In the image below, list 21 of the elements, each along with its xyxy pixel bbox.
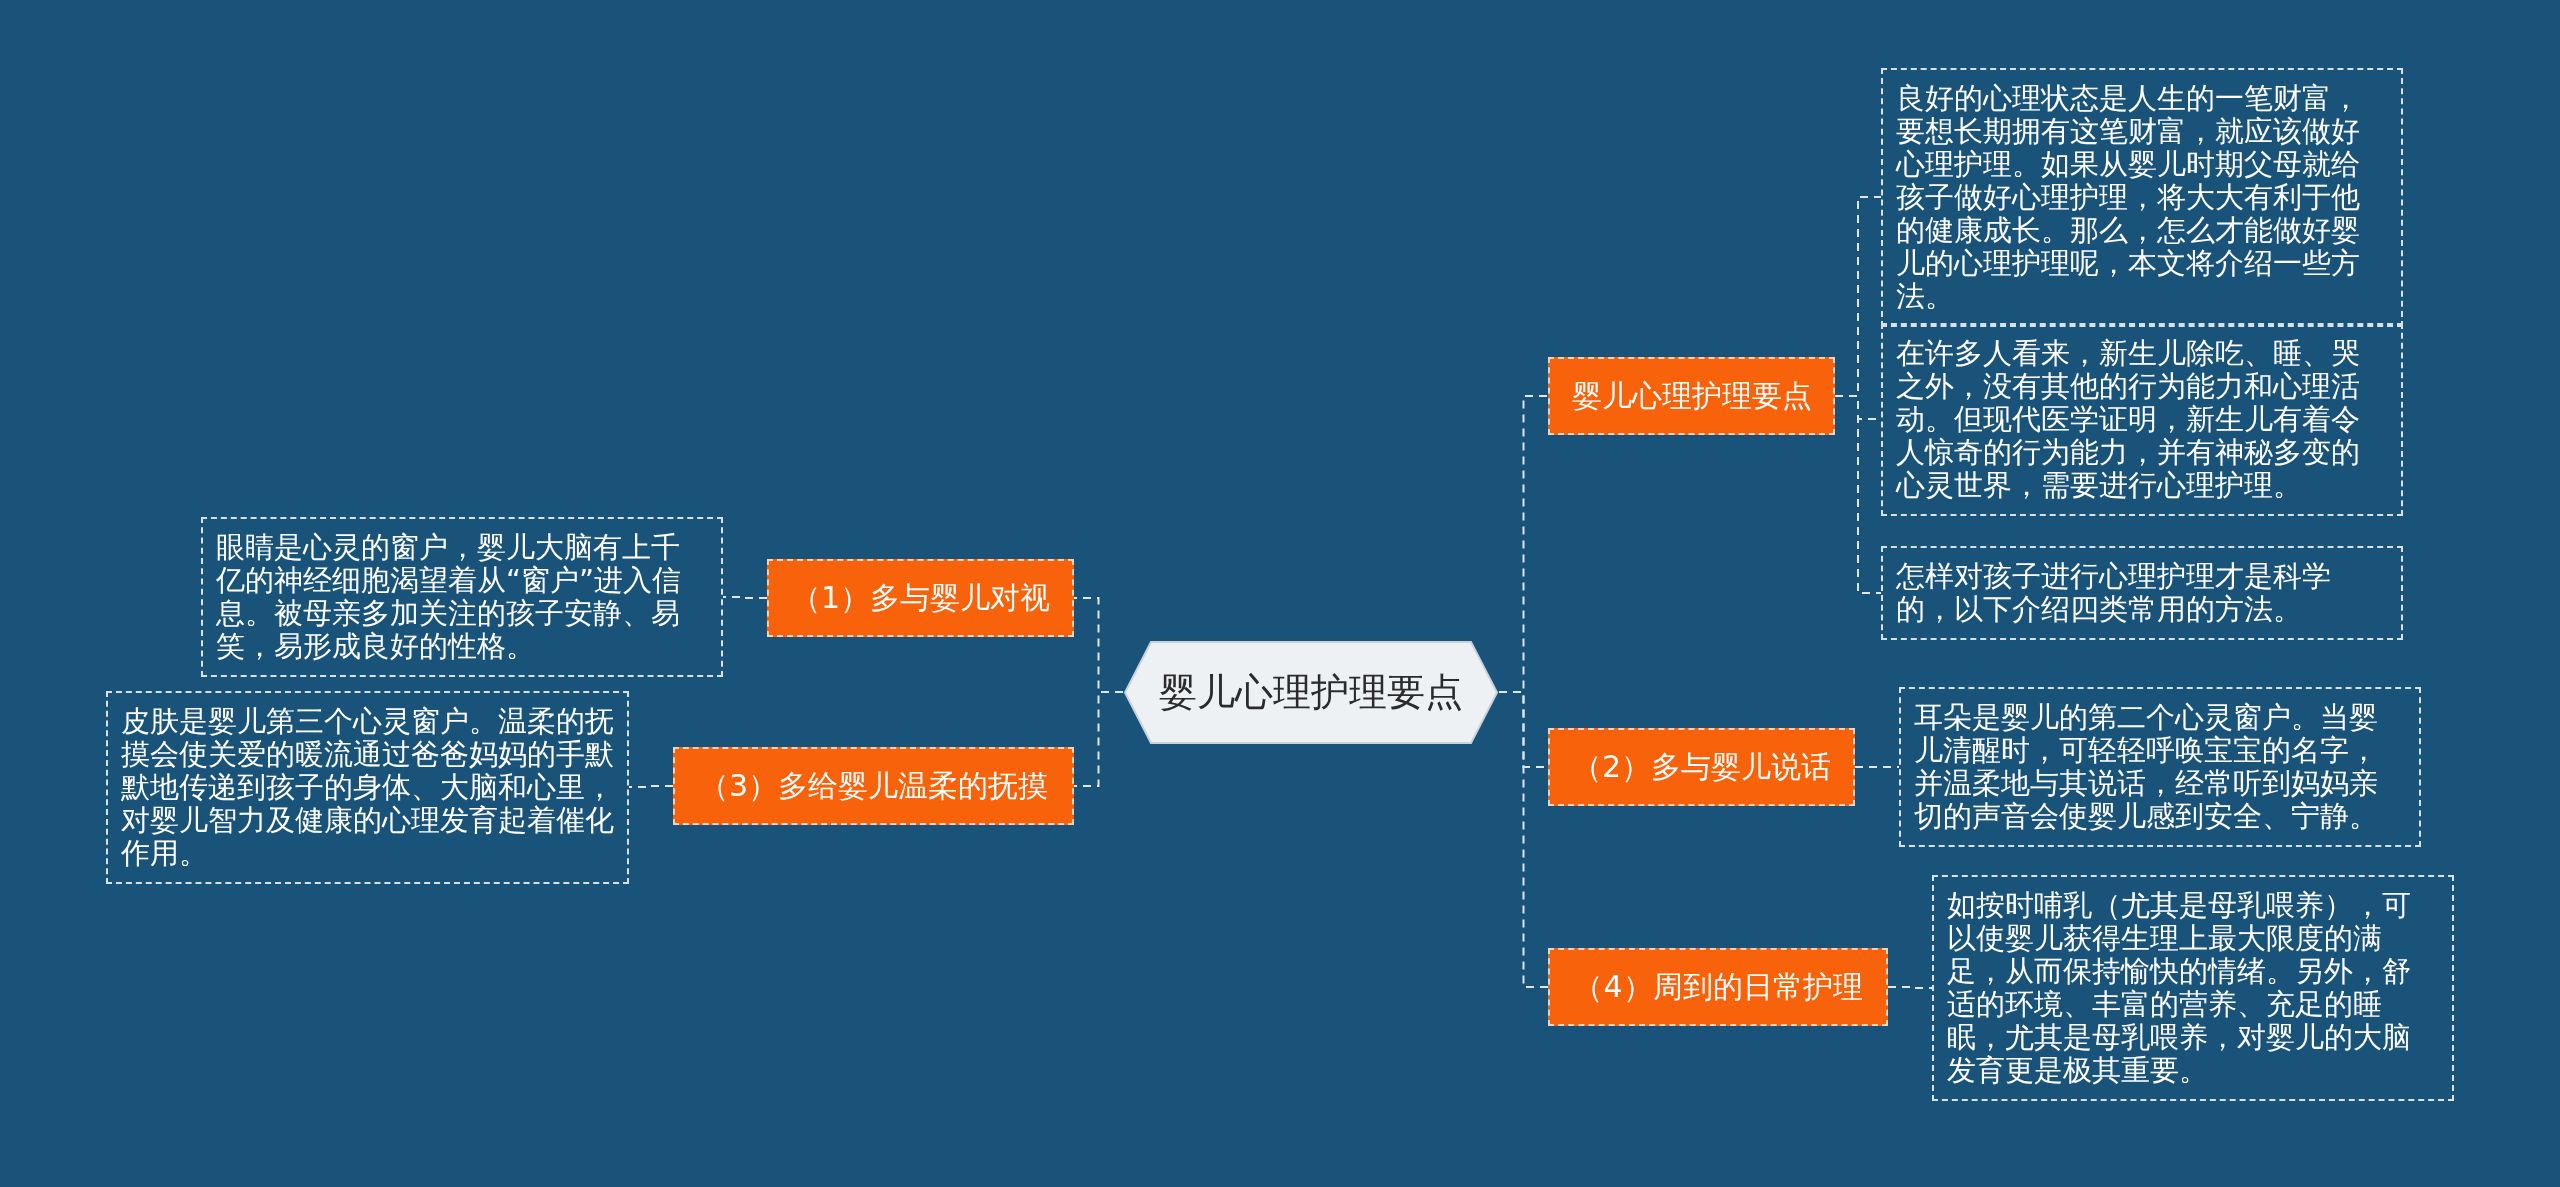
- note-box: 皮肤是婴儿第三个心灵窗户。温柔的抚摸会使关爱的暖流通过爸爸妈妈的手默默地传递到孩子的身体、大脑和心里，对婴儿智力及健康的心理发育起着催化作用。: [106, 690, 629, 884]
- topic-title: 婴儿心理护理要点: [1159, 668, 1463, 716]
- note-box: 在许多人看来，新生儿除吃、睡、哭之外，没有其他的行为能力和心理活动。但现代医学证明，新生儿有着令人惊奇的行为能力，并有神秘多变的心灵世界，需要进行心理护理。: [1881, 322, 2403, 516]
- connector-line: [1854, 766, 1900, 768]
- connector-line: [1498, 691, 1549, 988]
- topic-box: （1）多与婴儿对视: [767, 559, 1074, 637]
- topic-box: （2）多与婴儿说话: [1548, 728, 1855, 806]
- connector-line: [1073, 691, 1124, 787]
- note-box: 良好的心理状态是人生的一笔财富，要想长期拥有这笔财富，就应该做好心理护理。如果从婴儿时期父母就给孩子做好心理护理，将大大有利于他的健康成长。那么，怎么才能做好婴儿的心理护理呢，本文将介绍一些方法。: [1881, 67, 2403, 327]
- topic-box: （3）多给婴儿温柔的抚摸: [673, 747, 1074, 825]
- connector-line: [628, 785, 674, 788]
- connector-line: [1834, 395, 1882, 594]
- connector-line: [1887, 986, 1933, 989]
- note-box: 眼睛是心灵的窗户，婴儿大脑有上千亿的神经细胞渴望着从“窗户”进入信息。被母亲多加关注的孩子安静、易笑，易形成良好的性格。: [201, 517, 723, 677]
- topic-box: （4）周到的日常护理: [1548, 948, 1888, 1026]
- note-box: 如按时哺乳（尤其是母乳喂养），可以使婴儿获得生理上最大限度的满足，从而保持愉快的情绪。另外，舒适的环境、丰富的营养、充足的睡眠，尤其是母乳喂养，对婴儿的大脑发育更是极其重要。: [1932, 875, 2454, 1101]
- note-box: 怎样对孩子进行心理护理才是科学的，以下介绍四类常用的方法。: [1881, 546, 2403, 640]
- note-box: 耳朵是婴儿的第二个心灵窗户。当婴儿清醒时，可轻轻呼唤宝宝的名字，并温柔地与其说话，经常听到妈妈亲切的声音会使婴儿感到安全、宁静。: [1899, 687, 2421, 847]
- topic-box: 婴儿心理护理要点: [1548, 357, 1835, 435]
- central-topic: [1123, 639, 1499, 745]
- connector-line: [722, 596, 768, 599]
